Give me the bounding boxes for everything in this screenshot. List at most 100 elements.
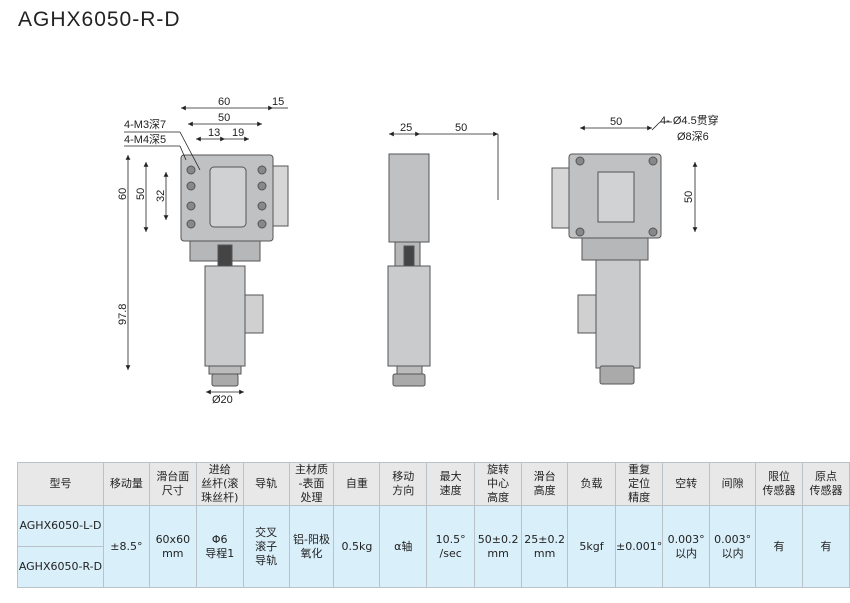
column-header: 间隙 — [709, 462, 757, 506]
column-header: 最大速度 — [426, 462, 476, 506]
cell-line: 导程1 — [205, 546, 235, 560]
cell-line: 移动 — [392, 470, 415, 483]
cell-line: 高度 — [533, 484, 556, 497]
cell-line: 滚子 — [255, 539, 278, 553]
cell-line: 传感器 — [809, 484, 843, 497]
cell-line: 进给 — [208, 463, 231, 476]
technical-drawing: 60 50 15 13 19 4-M3深7 4-M4深5 60 50 32 97… — [117, 96, 719, 406]
column-header: 自重 — [333, 462, 381, 506]
cell-line: 铝-阳极 — [292, 532, 330, 546]
cell-line: 限位 — [768, 470, 791, 483]
column-header: 移动方向 — [379, 462, 428, 506]
column-header: 旋转中心高度 — [474, 462, 523, 506]
cell-line: 方向 — [392, 484, 415, 497]
column-header: 型号 — [17, 462, 104, 506]
bottom-view-dimensions — [580, 121, 698, 232]
cell-line: 滑台 — [533, 470, 556, 483]
cell-line: 移动量 — [109, 477, 143, 490]
dim-60-left: 60 — [117, 188, 129, 200]
table-header-row: 型号移动量滑台面尺寸进给丝杆(滚珠丝杆)导轨主材质-表面处理自重移动方向最大速度… — [17, 462, 850, 506]
dim-50-side: 50 — [455, 122, 467, 134]
dim-19: 19 — [232, 127, 244, 139]
spec-value-cell: 有 — [801, 505, 850, 588]
note-m4: 4-M4深5 — [124, 133, 166, 146]
cell-line: 导轨 — [255, 553, 278, 567]
cell-line: 原点 — [814, 470, 837, 483]
cell-line: 主材质 — [294, 463, 328, 476]
spec-value-cell: α轴 — [379, 505, 428, 588]
dim-d20: Ø20 — [212, 394, 233, 406]
column-header: 重复定位精度 — [614, 462, 664, 506]
cell-line: /sec — [439, 546, 462, 560]
spec-table: 型号移动量滑台面尺寸进给丝杆(滚珠丝杆)导轨主材质-表面处理自重移动方向最大速度… — [17, 462, 850, 588]
bottom-view — [551, 153, 662, 385]
column-header: 移动量 — [102, 462, 150, 506]
column-header: 限位传感器 — [755, 462, 803, 506]
cell-line: 重复 — [628, 463, 651, 476]
cell-line: 有 — [773, 539, 785, 553]
cell-line: 0.003° — [667, 532, 705, 546]
cell-line: 负载 — [580, 477, 603, 490]
spec-value-cell: 0.5kg — [333, 505, 381, 588]
dim-60-top: 60 — [218, 96, 230, 108]
cell-line: 传感器 — [762, 484, 796, 497]
dim-50-bottom-top: 50 — [610, 116, 622, 128]
note-counterbore: Ø8深6 — [677, 130, 709, 143]
cell-line: 珠丝杆) — [201, 491, 239, 504]
cell-line: 精度 — [628, 491, 651, 504]
table-row: AGHX6050-R-D — [17, 546, 850, 588]
cell-line: 50±0.2 — [477, 532, 519, 546]
side-view — [387, 153, 431, 387]
cell-line: 滑台面 — [156, 470, 190, 483]
dim-50-left: 50 — [135, 188, 147, 200]
spec-value-cell: 有 — [755, 505, 803, 588]
cell-line: 型号 — [49, 477, 72, 490]
dim-97-8: 97.8 — [117, 304, 129, 325]
cell-line: mm — [487, 546, 509, 560]
cell-line: 空转 — [675, 477, 698, 490]
column-header: 滑台高度 — [521, 462, 569, 506]
cell-line: 速度 — [439, 484, 462, 497]
cell-line: 最大 — [439, 470, 462, 483]
dim-32: 32 — [155, 190, 167, 202]
cell-line: 以内 — [721, 546, 744, 560]
spec-value-cell: ±8.5° — [102, 505, 150, 588]
cell-line: 0.5kg — [341, 539, 373, 553]
column-header: 负载 — [567, 462, 616, 506]
column-header: 进给丝杆(滚珠丝杆) — [195, 462, 244, 506]
dim-25: 25 — [400, 122, 412, 134]
cell-line: 间隙 — [721, 477, 744, 490]
cell-line: 5kgf — [579, 539, 604, 553]
note-m3: 4-M3深7 — [124, 118, 166, 131]
model-cell: AGHX6050-L-D — [17, 505, 104, 547]
top-view-dimensions — [124, 105, 288, 395]
cell-line: 交叉 — [255, 525, 278, 539]
cell-line: ±0.001° — [615, 539, 663, 553]
dim-50-top: 50 — [218, 112, 230, 124]
cell-line: ±8.5° — [110, 539, 143, 553]
cell-line: 尺寸 — [161, 484, 184, 497]
cell-line: 60x60 — [155, 532, 191, 546]
side-view-dimensions — [389, 131, 499, 200]
model-cell: AGHX6050-R-D — [17, 546, 104, 588]
cell-line: 有 — [820, 539, 832, 553]
spec-value-cell: 0.003°以内 — [662, 505, 711, 588]
cell-line: 导轨 — [255, 477, 278, 490]
spec-value-cell: 10.5°/sec — [426, 505, 476, 588]
dim-13: 13 — [208, 127, 220, 139]
cell-line: Φ6 — [211, 532, 228, 546]
cell-line: 处理 — [300, 491, 323, 504]
note-hole: 4- Ø4.5贯穿 — [660, 113, 719, 127]
cell-line: 自重 — [345, 477, 368, 490]
top-view — [180, 154, 289, 387]
cell-line: 以内 — [675, 546, 698, 560]
cell-line: 高度 — [487, 491, 510, 504]
spec-value-cell: 5kgf — [567, 505, 616, 588]
cell-line: 丝杆(滚 — [201, 477, 239, 490]
spec-value-cell: ±0.001° — [614, 505, 664, 588]
cell-line: 氧化 — [300, 546, 323, 560]
spec-value-cell: 0.003°以内 — [709, 505, 757, 588]
